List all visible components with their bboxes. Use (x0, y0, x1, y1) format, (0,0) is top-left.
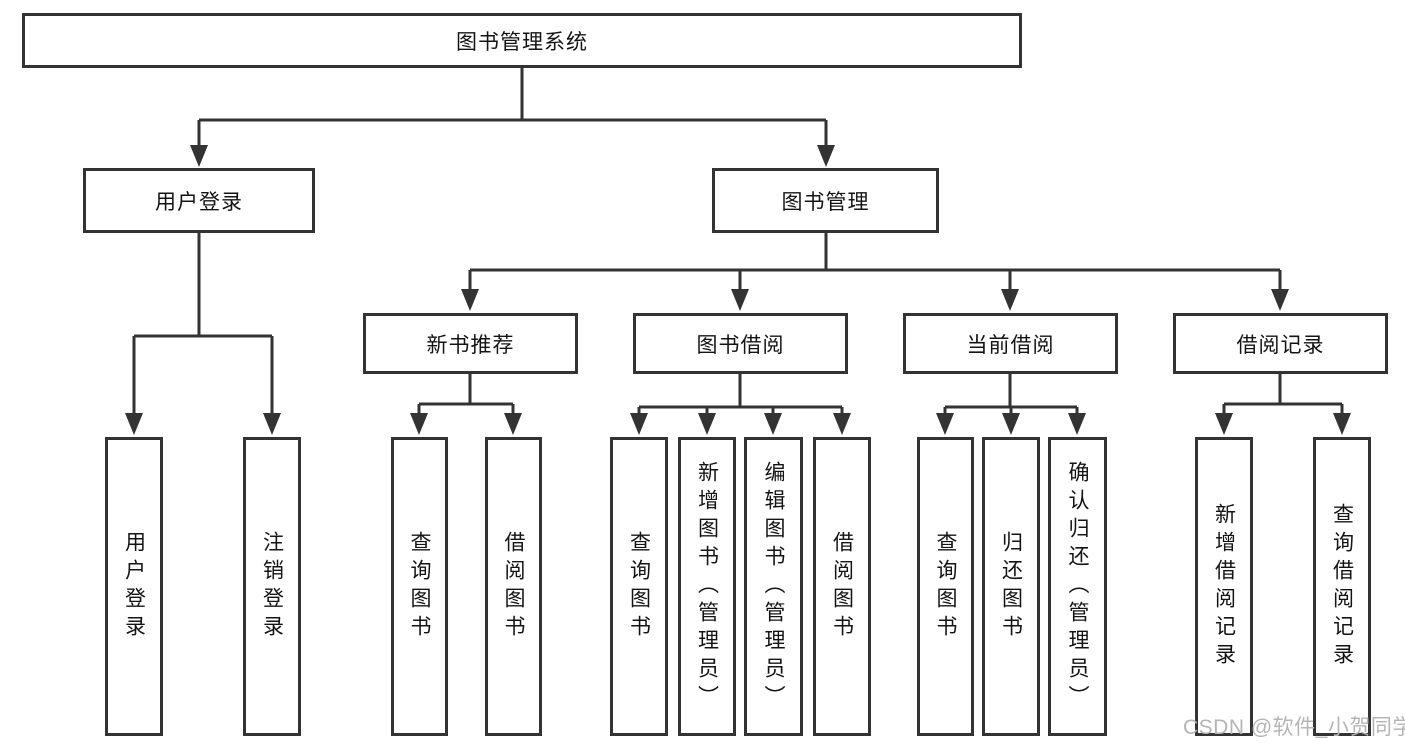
connector-new-books (417, 374, 515, 419)
csdn-watermark: CSDN @软件_小贺同学 (1183, 716, 1405, 739)
leaf-borrow-query-books: 查询图书 (610, 437, 668, 736)
leaf-current-query-books-label: 查询图书 (934, 530, 957, 643)
leaf-query-borrow-record-label: 查询借阅记录 (1330, 502, 1354, 671)
leaf-query-borrow-record: 查询借阅记录 (1313, 437, 1371, 736)
leaf-edit-books-admin: 编辑图书（管理员） (744, 437, 803, 736)
leaf-borrow-books: 借阅图书 (813, 437, 871, 736)
node-user-login-label: 用户登录 (155, 190, 243, 214)
leaf-add-borrow-record-label: 新增借阅记录 (1212, 502, 1236, 671)
connector-user-login (132, 233, 274, 419)
leaf-borrow-query-books-label: 查询图书 (627, 530, 651, 643)
connector-root (197, 68, 828, 150)
leaf-new-query-books: 查询图书 (391, 437, 448, 736)
leaf-add-borrow-record: 新增借阅记录 (1195, 437, 1253, 736)
connector-current (943, 374, 1079, 419)
leaf-logout: 注销登录 (243, 437, 301, 736)
leaf-confirm-return-admin: 确认归还（管理员） (1048, 437, 1107, 736)
node-borrow-records-label: 借阅记录 (1236, 333, 1325, 357)
node-book-borrowing-label: 图书借阅 (696, 333, 785, 357)
connector-records (1222, 374, 1344, 419)
leaf-return-books-label: 归还图书 (999, 530, 1023, 643)
leaf-new-borrow-books: 借阅图书 (485, 437, 542, 736)
leaf-borrow-books-label: 借阅图书 (830, 530, 854, 643)
leaf-logout-label: 注销登录 (260, 530, 284, 643)
node-new-books: 新书推荐 (363, 313, 578, 374)
connector-borrowing (637, 374, 844, 419)
leaf-add-books-admin-label: 新增图书（管理员） (695, 460, 719, 713)
leaf-confirm-return-admin-label: 确认归还（管理员） (1066, 460, 1089, 713)
leaf-edit-books-admin-label: 编辑图书（管理员） (762, 460, 785, 713)
node-user-login: 用户登录 (83, 168, 315, 233)
leaf-current-query-books: 查询图书 (917, 437, 974, 736)
node-book-mgmt: 图书管理 (712, 168, 939, 233)
node-root: 图书管理系统 (22, 13, 1022, 68)
leaf-new-query-books-label: 查询图书 (408, 530, 431, 643)
node-current-borrowing: 当前借阅 (903, 313, 1118, 374)
leaf-add-books-admin: 新增图书（管理员） (678, 437, 736, 736)
node-borrow-records: 借阅记录 (1173, 313, 1388, 374)
node-book-borrowing: 图书借阅 (633, 313, 848, 374)
node-current-borrowing-label: 当前借阅 (966, 333, 1055, 357)
connector-book-mgmt (468, 233, 1282, 293)
node-new-books-label: 新书推荐 (426, 333, 515, 357)
node-book-mgmt-label: 图书管理 (781, 190, 870, 214)
leaf-new-borrow-books-label: 借阅图书 (502, 530, 525, 643)
node-root-label: 图书管理系统 (456, 30, 588, 54)
leaf-user-login-label: 用户登录 (122, 530, 146, 643)
leaf-return-books: 归还图书 (982, 437, 1040, 736)
leaf-user-login: 用户登录 (105, 437, 163, 736)
